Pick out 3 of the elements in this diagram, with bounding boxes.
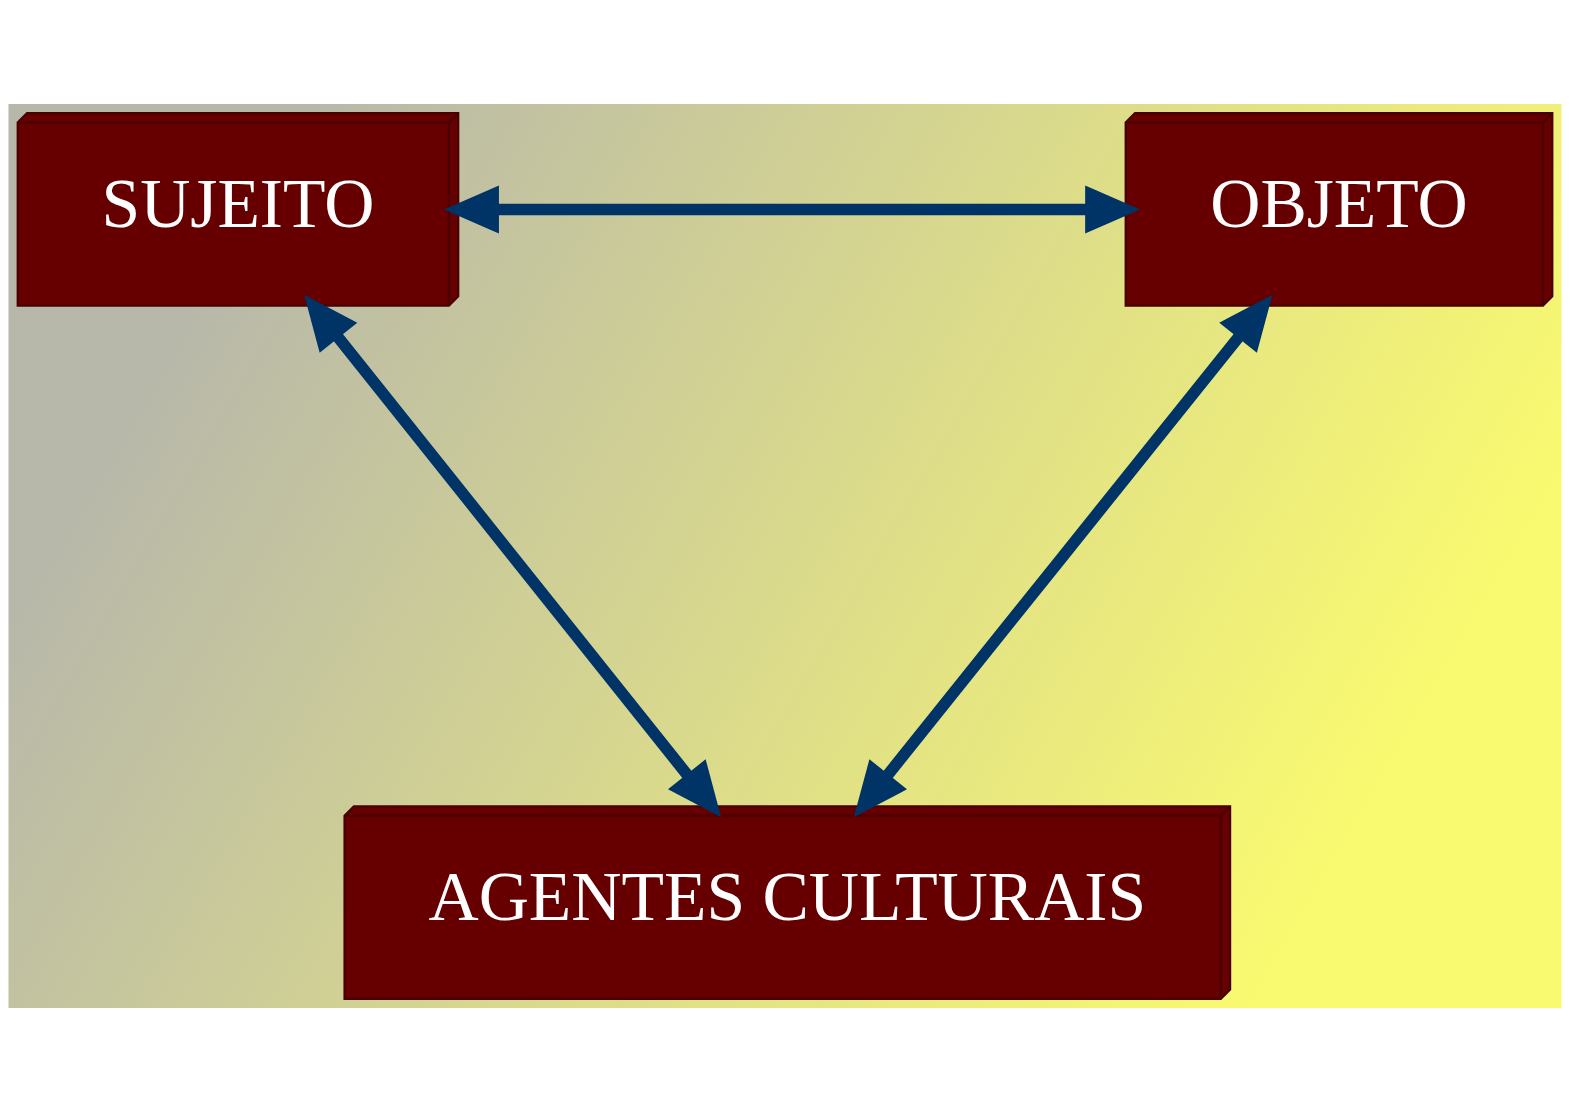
- arrow: [443, 185, 1141, 234]
- arrow: [853, 294, 1273, 818]
- arrow: [304, 294, 722, 818]
